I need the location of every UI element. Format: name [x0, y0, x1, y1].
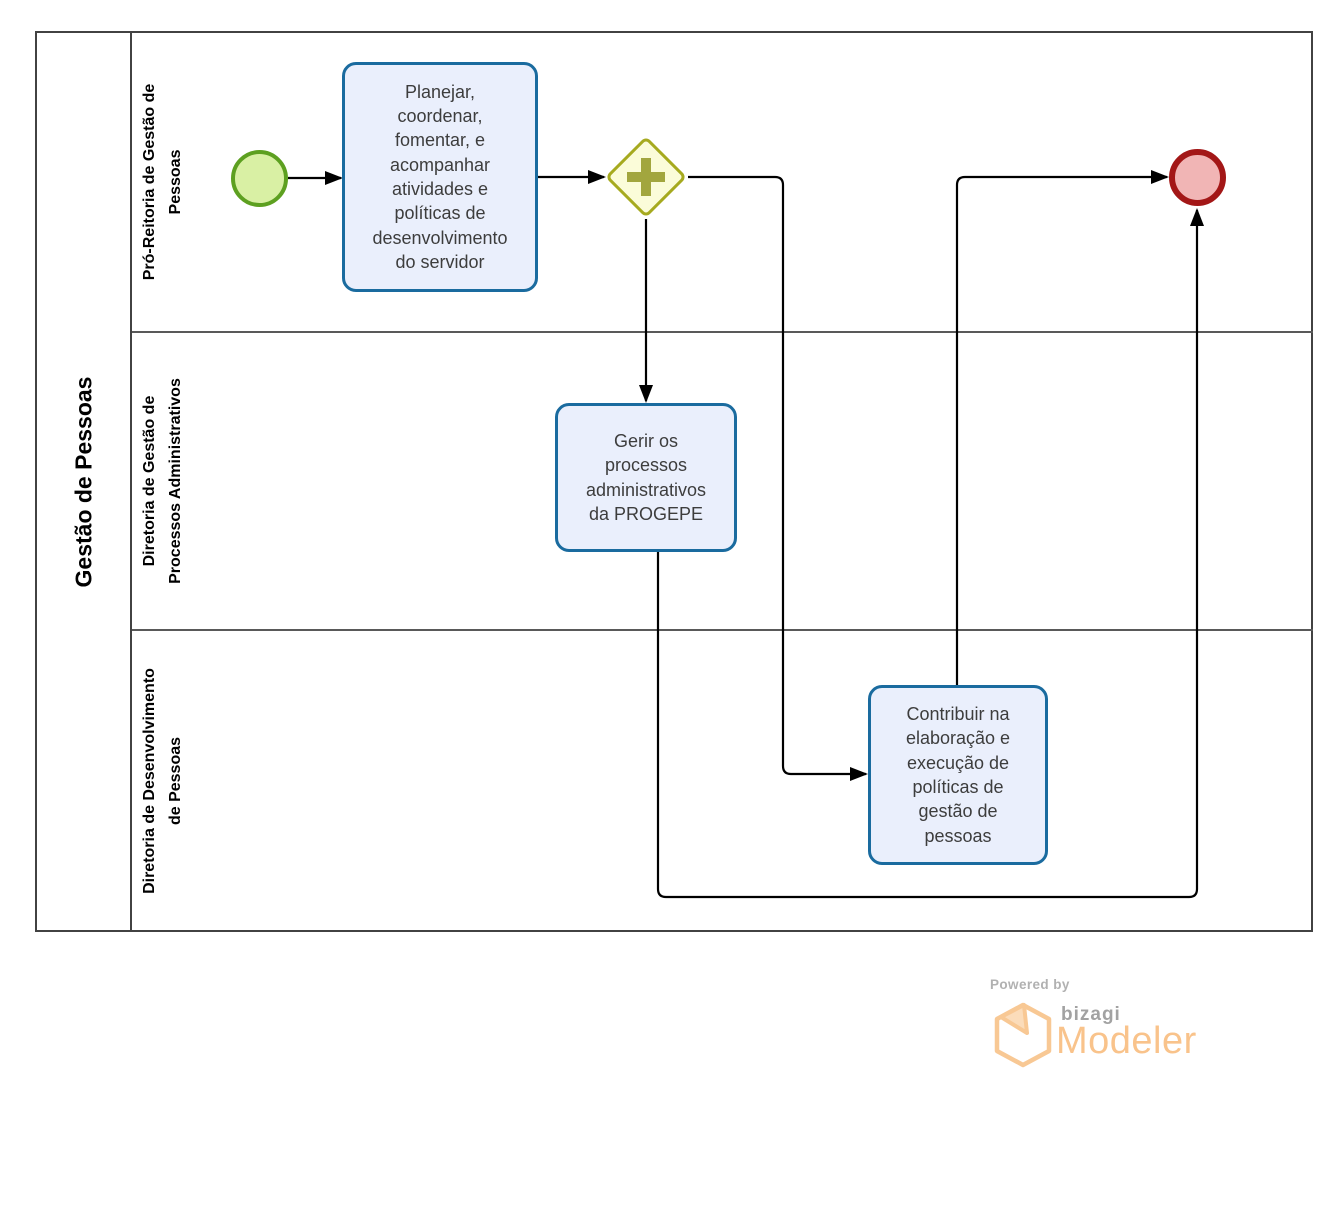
plus-icon [627, 158, 665, 196]
task-gerir-label: Gerir os processos administrativos da PR… [585, 430, 707, 524]
pool-title-divider [130, 31, 132, 932]
lane-divider-2 [132, 629, 1313, 631]
task-contribuir: Contribuir na elaboração e execução de p… [868, 685, 1048, 865]
flow-contribuir-to-end [955, 170, 1169, 685]
modeler-wordmark: Modeler [1056, 1020, 1197, 1062]
task-contribuir-label: Contribuir na elaboração e execução de p… [905, 704, 1011, 846]
task-planejar: Planejar, coordenar, fomentar, e acompan… [342, 62, 538, 292]
flow-gateway-to-contribuir [688, 175, 868, 781]
powered-by-text: Powered by [990, 977, 1070, 992]
start-event [231, 150, 288, 207]
bizagi-logo-icon [994, 1002, 1052, 1068]
task-gerir: Gerir os processos administrativos da PR… [555, 403, 737, 552]
plus-icon-bar-vertical [641, 158, 651, 196]
bizagi-wordmark: bizagi [1061, 1004, 1121, 1025]
flow-gerir-to-end [656, 208, 1204, 899]
task-planejar-label: Planejar, coordenar, fomentar, e acompan… [372, 81, 508, 272]
lane-divider-1 [132, 331, 1313, 333]
end-event [1169, 149, 1226, 206]
pool-border [35, 31, 1313, 932]
